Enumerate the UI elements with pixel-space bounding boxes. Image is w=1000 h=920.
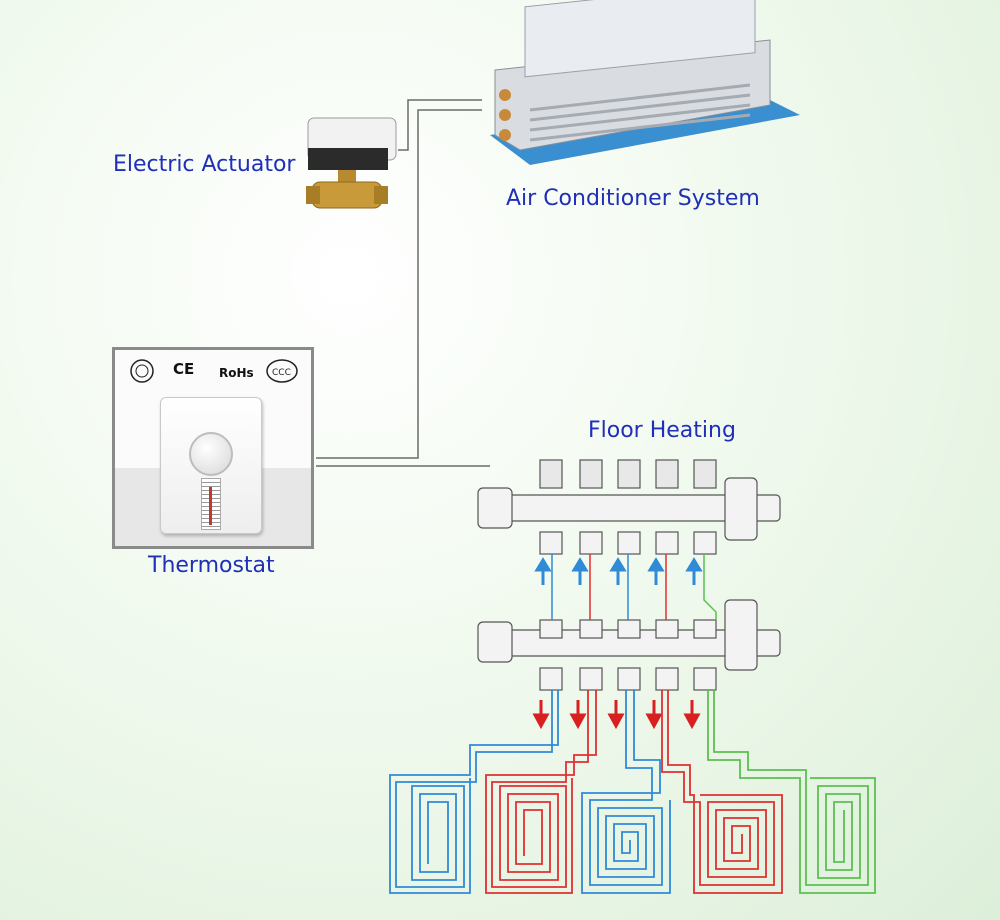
flow-arrows-up [534, 557, 703, 585]
thermometer-scale [201, 478, 221, 530]
ce-mark: CE [173, 360, 195, 378]
rohs-mark: RoHs [219, 366, 254, 380]
svg-text:CCC: CCC [272, 368, 291, 378]
loop-3-blue-spiral [581, 690, 671, 894]
thermostat-icon: CE RoHs CCC [112, 347, 314, 549]
wire-thermostat-to-ac [316, 109, 482, 459]
wiring [316, 99, 490, 467]
floor-heating-label: Floor Heating [588, 418, 736, 443]
thermostat-dial [189, 432, 233, 476]
thermostat-label: Thermostat [148, 553, 275, 578]
manifold-pipes [551, 554, 717, 620]
loop-4-red-spiral [661, 690, 783, 894]
loop-1-blue [389, 690, 559, 894]
actuator-valve-icon [306, 117, 397, 209]
manifold-upper [477, 459, 781, 555]
iso-cert-icon [130, 359, 154, 383]
ccc-cert-icon: CCC [266, 359, 298, 383]
manifold-upper-valves [539, 459, 717, 555]
floor-loops [389, 690, 876, 894]
wire-actuator-to-ac [398, 99, 482, 151]
loop-5-green [707, 690, 876, 894]
loop-2-red [485, 690, 597, 894]
electric-actuator-label: Electric Actuator [113, 152, 296, 177]
fan-coil-unit-icon [490, 0, 800, 165]
air-conditioner-label: Air Conditioner System [506, 186, 760, 211]
flow-arrows-down [532, 700, 701, 730]
thermostat-body [160, 397, 262, 534]
manifold-lower [477, 599, 781, 691]
